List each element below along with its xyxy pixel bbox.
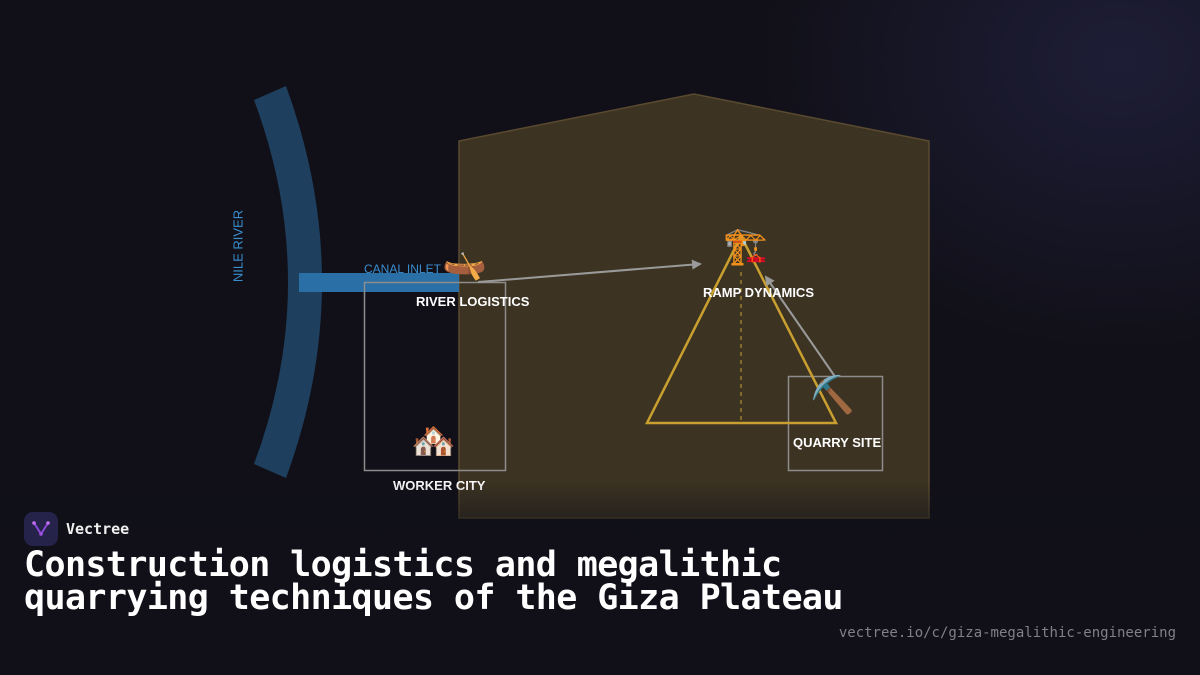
nile-river-label: NILE RIVER: [230, 209, 246, 283]
worker-city-label: WORKER CITY: [393, 478, 486, 493]
quarry-site-label: QUARRY SITE: [793, 435, 882, 450]
nile-river-shape: [254, 86, 322, 478]
brand: Vectree: [24, 512, 129, 546]
canal-inlet-label: CANAL INLET: [364, 262, 441, 276]
pyramid-outline: [644, 233, 839, 425]
arrow-quarry-to-ramp: [764, 275, 837, 379]
source-url: vectree.io/c/giza-megalithic-engineering: [838, 625, 1176, 641]
houses-icon: 🏘️: [411, 421, 456, 462]
pickaxe-icon: ⛏️: [810, 375, 855, 416]
brand-name: Vectree: [66, 520, 130, 538]
ramp-dynamics-label: RAMP DYNAMICS: [703, 285, 814, 300]
page-title: Construction logistics and megalithic qu…: [24, 545, 843, 618]
plateau-area: [458, 93, 930, 519]
worker-city-zone: [363, 281, 507, 472]
canoe-icon: 🛶: [442, 241, 487, 282]
construction-crane-icon: 🏗️: [723, 226, 768, 267]
vectree-logo-icon: [24, 512, 58, 546]
arrow-river-to-ramp: [477, 259, 702, 283]
river-logistics-label: RIVER LOGISTICS: [416, 294, 530, 309]
